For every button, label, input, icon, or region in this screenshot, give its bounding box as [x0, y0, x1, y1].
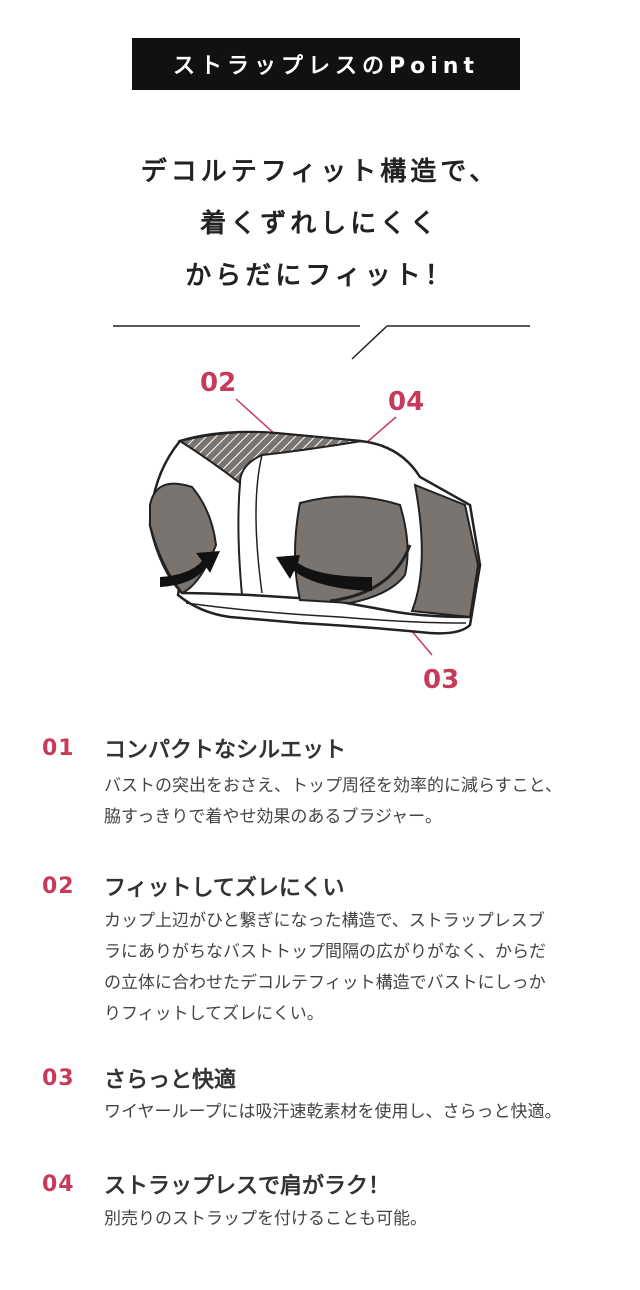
headline: デコルテフィット構造で、 着くずれしにくく からだにフィット！ — [0, 146, 640, 302]
point-body-line: りフィットしてズレにくい。 — [104, 1004, 324, 1024]
arrow-left-icon — [276, 555, 372, 591]
point-body-line: 脇すっきりで着やせ効果のあるブラジャー。 — [104, 807, 442, 827]
speech-pointer-lines — [113, 325, 530, 360]
point-title: フィットしてズレにくい — [104, 876, 345, 901]
headline-line: からだにフィット！ — [185, 261, 455, 291]
point-number: 03 — [42, 1066, 75, 1091]
point-body: カップ上辺がひと繋ぎになった構造で、ストラップレスブ ラにありがちなバストトップ… — [104, 906, 604, 1030]
point-body-line: 別売りのストラップを付けることも可能。 — [104, 1209, 427, 1229]
arrow-right-icon — [160, 551, 220, 587]
section-title: ストラップレスのPoint — [173, 54, 479, 79]
callout-03: 03 — [423, 665, 459, 695]
point-body-line: ワイヤーループには吸汗速乾素材を使用し、さらっと快適。 — [104, 1102, 562, 1122]
point-body-line: カップ上辺がひと繋ぎになった構造で、ストラップレスブ — [104, 911, 545, 931]
point-body-line: バストの突出をおさえ、トップ周径を効率的に減らすこと、 — [104, 776, 562, 796]
headline-line: デコルテフィット構造で、 — [140, 157, 500, 187]
point-title: ストラップレスで肩がラク！ — [104, 1174, 391, 1199]
callout-04: 04 — [388, 387, 424, 417]
point-body: バストの突出をおさえ、トップ周径を効率的に減らすこと、 脇すっきりで着やせ効果の… — [104, 771, 604, 833]
point-body-line: ラにありがちなバストトップ間隔の広がりがなく、からだ — [104, 942, 546, 962]
bra-illustration: 02 04 03 — [148, 368, 482, 695]
headline-line: 着くずれしにくく — [200, 209, 440, 239]
callout-02: 02 — [200, 368, 236, 398]
point-body: ワイヤーループには吸汗速乾素材を使用し、さらっと快適。 — [104, 1097, 604, 1128]
point-title: さらっと快適 — [104, 1068, 237, 1093]
point-number: 04 — [42, 1172, 75, 1197]
point-body: 別売りのストラップを付けることも可能。 — [104, 1204, 604, 1235]
point-number: 01 — [42, 736, 75, 761]
section-title-badge: ストラップレスのPoint — [132, 38, 520, 90]
point-number: 02 — [42, 874, 75, 899]
point-body-line: の立体に合わせたデコルテフィット構造でバストにしっか — [104, 973, 546, 993]
point-title: コンパクトなシルエット — [104, 738, 347, 763]
